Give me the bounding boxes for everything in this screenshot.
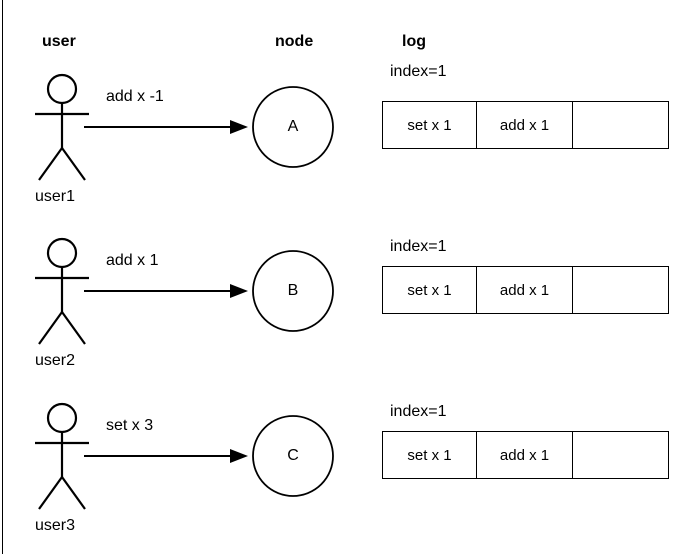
node-label-b: B xyxy=(287,282,299,299)
log-cell-2[interactable] xyxy=(572,431,669,479)
message-label-row1: add x -1 xyxy=(106,88,164,105)
log-cell-0[interactable]: set x 1 xyxy=(382,101,477,149)
message-label-row2: add x 1 xyxy=(106,252,159,269)
actor-figure-user2[interactable] xyxy=(35,237,89,345)
message-arrow-row3[interactable] xyxy=(84,449,248,463)
actor-leg-right-icon xyxy=(61,476,86,510)
actor-head-icon xyxy=(46,73,78,105)
log-table-row3: set x 1 add x 1 xyxy=(382,431,669,479)
message-label-row3: set x 3 xyxy=(106,417,154,434)
log-cell-2[interactable] xyxy=(572,266,669,314)
column-header-node: node xyxy=(275,33,314,50)
log-table-row2: set x 1 add x 1 xyxy=(382,266,669,314)
actor-leg-left-icon xyxy=(38,311,63,345)
arrow-head-icon xyxy=(230,120,248,134)
node-label-a: A xyxy=(287,118,299,135)
message-arrow-row2[interactable] xyxy=(84,284,248,298)
log-cell-0[interactable]: set x 1 xyxy=(382,431,477,479)
actor-head-icon xyxy=(46,237,78,269)
log-cell-1[interactable]: add x 1 xyxy=(476,266,573,314)
log-index-label-row1: index=1 xyxy=(390,63,447,80)
table-row: set x 1 add x 1 xyxy=(382,101,669,149)
log-cell-1[interactable]: add x 1 xyxy=(476,101,573,149)
log-index-label-row3: index=1 xyxy=(390,403,447,420)
actor-leg-right-icon xyxy=(61,311,86,345)
log-table-row1: set x 1 add x 1 xyxy=(382,101,669,149)
arrow-head-icon xyxy=(230,284,248,298)
node-label-c: C xyxy=(287,447,299,464)
arrow-head-icon xyxy=(230,449,248,463)
actor-label-user3: user3 xyxy=(35,517,76,534)
actor-leg-left-icon xyxy=(38,476,63,510)
actor-leg-left-icon xyxy=(38,147,63,181)
message-arrow-row1[interactable] xyxy=(84,120,248,134)
actor-head-icon xyxy=(46,402,78,434)
column-header-user: user xyxy=(42,33,76,50)
node-circle-a[interactable] xyxy=(252,86,334,168)
actor-leg-right-icon xyxy=(61,147,86,181)
log-cell-0[interactable]: set x 1 xyxy=(382,266,477,314)
table-row: set x 1 add x 1 xyxy=(382,266,669,314)
actor-figure-user1[interactable] xyxy=(35,73,89,181)
actor-figure-user3[interactable] xyxy=(35,402,89,510)
canvas-left-border xyxy=(2,0,3,554)
log-index-label-row2: index=1 xyxy=(390,238,447,255)
actor-label-user1: user1 xyxy=(35,188,76,205)
actor-label-user2: user2 xyxy=(35,352,76,369)
node-circle-b[interactable] xyxy=(252,250,334,332)
column-header-log: log xyxy=(402,33,426,50)
node-circle-c[interactable] xyxy=(252,415,334,497)
log-cell-1[interactable]: add x 1 xyxy=(476,431,573,479)
table-row: set x 1 add x 1 xyxy=(382,431,669,479)
log-cell-2[interactable] xyxy=(572,101,669,149)
